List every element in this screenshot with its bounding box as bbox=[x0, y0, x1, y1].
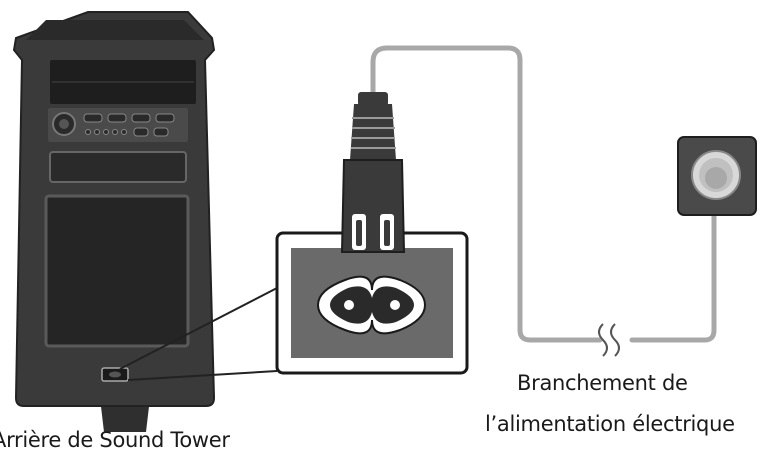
tower-top-handle bbox=[26, 20, 204, 40]
socket-detail-box bbox=[275, 231, 469, 375]
sound-tower-rear bbox=[12, 11, 216, 432]
power-cable bbox=[370, 45, 717, 343]
caption-tower-rear: Arrière de Sound Tower bbox=[0, 428, 230, 452]
cable-break-icon bbox=[598, 323, 620, 357]
tower-speaker-panel bbox=[44, 194, 190, 348]
wall-outlet-icon bbox=[677, 136, 757, 216]
tower-middle-panel bbox=[49, 151, 187, 183]
caption-power-line1: Branchement de bbox=[517, 371, 688, 395]
caption-power-line2: l’alimentation électrique bbox=[485, 412, 735, 436]
power-plug-icon bbox=[340, 92, 406, 253]
zoom-callout-lines bbox=[119, 287, 278, 381]
control-buttons bbox=[83, 113, 175, 137]
tower-control-panel bbox=[48, 108, 188, 142]
